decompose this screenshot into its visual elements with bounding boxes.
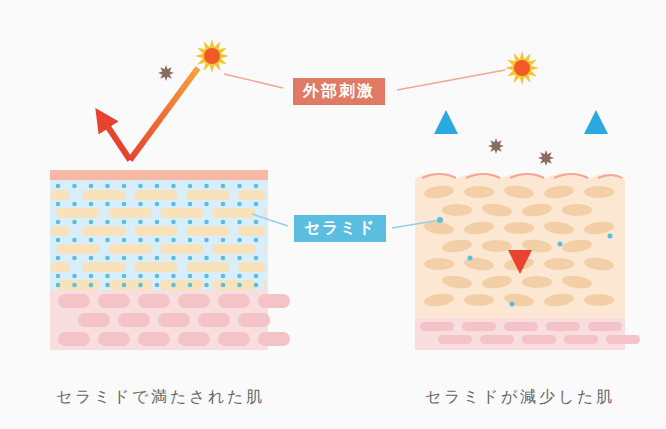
stimulus-label: 外部刺激 <box>293 78 385 105</box>
label-text: 外部刺激 <box>303 81 375 102</box>
ceramide-label: セラミド <box>294 215 386 242</box>
caption-text: セラミドで満たされた肌 <box>56 387 265 408</box>
caption-text: セラミドが減少した肌 <box>425 387 615 408</box>
label-text: セラミド <box>304 218 376 239</box>
healthy-skin <box>50 170 290 350</box>
